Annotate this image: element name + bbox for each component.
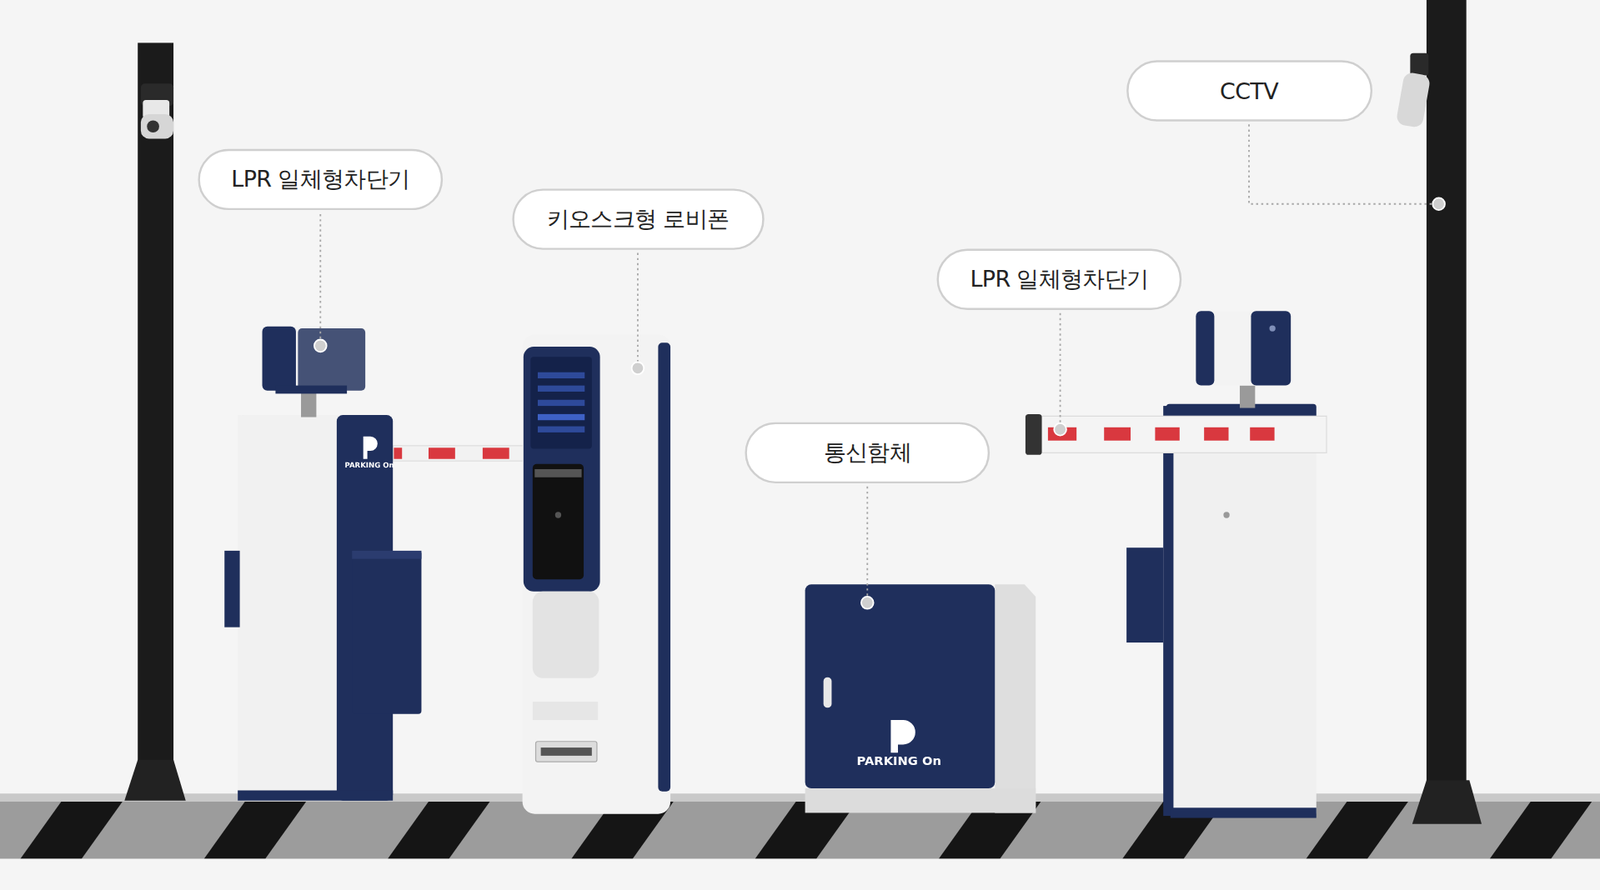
callout-pill: LPR 일체형차단기 — [936, 249, 1182, 311]
callout-text: 통신함체 — [823, 437, 912, 469]
brand-label: PARKING On — [344, 461, 394, 470]
callout-text: CCTV — [1219, 78, 1279, 105]
callout-text: LPR 일체형차단기 — [969, 264, 1149, 296]
callout-pill: 통신함체 — [744, 422, 990, 484]
callout-text: LPR 일체형차단기 — [230, 164, 410, 196]
brand-label: PARKING On — [857, 753, 942, 768]
callout-pill: CCTV — [1126, 60, 1373, 121]
callout-text: 키오스크형 로비폰 — [546, 204, 729, 236]
callout-pill: LPR 일체형차단기 — [197, 149, 443, 211]
callout-pill: 키오스크형 로비폰 — [511, 188, 764, 250]
